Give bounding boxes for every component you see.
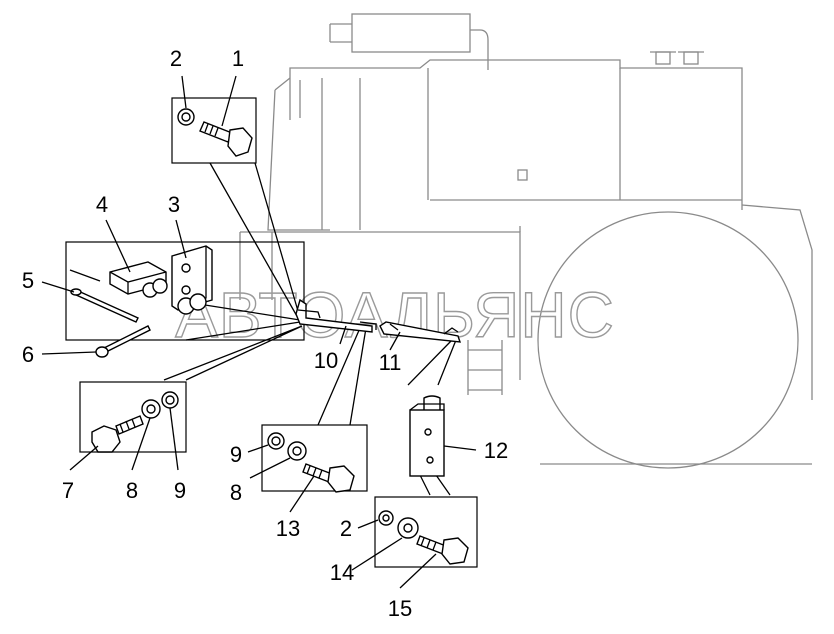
washer-9-left [161, 391, 179, 409]
detail-box-bolt-7 [79, 381, 187, 453]
detail-box-bolt-13 [261, 424, 368, 492]
callout-5: 5 [22, 268, 34, 293]
bolt-13 [302, 463, 355, 493]
leader-lines [69, 162, 457, 496]
cotter-pin-5 [70, 288, 139, 323]
bolt-15 [416, 535, 469, 565]
hinge-leaf-4 [109, 261, 168, 298]
washer-8-left [141, 399, 161, 419]
callout-12: 12 [484, 438, 508, 463]
washer-9-right [267, 432, 285, 450]
washer-14 [397, 517, 419, 539]
callout-14: 14 [330, 560, 354, 585]
callout-2-top: 2 [170, 46, 182, 71]
bolt-7 [91, 415, 144, 453]
pin-6 [95, 325, 151, 358]
bolt-1 [199, 121, 253, 157]
callout-15: 15 [388, 596, 412, 621]
washer-2-bottom [378, 510, 394, 526]
callout-4: 4 [96, 192, 108, 217]
tractor-outline [239, 13, 813, 469]
rod-11 [379, 321, 462, 343]
hinge-leaf-3 [171, 245, 213, 315]
bracket-12 [409, 395, 445, 477]
callout-6: 6 [22, 342, 34, 367]
callout-9-right: 9 [230, 442, 242, 467]
callout-11: 11 [379, 350, 402, 375]
rod-10 [295, 298, 377, 333]
washer-2-top [177, 108, 195, 126]
callout-13: 13 [276, 516, 300, 541]
detail-box-bolt-15 [374, 496, 478, 568]
callout-3: 3 [168, 192, 180, 217]
callout-1: 1 [232, 46, 244, 71]
callout-labels: 2 1 4 3 5 6 10 11 12 7 8 9 9 8 13 2 14 1… [22, 46, 508, 621]
callout-2-bottom: 2 [340, 516, 352, 541]
callout-7: 7 [62, 478, 74, 503]
callout-8-left: 8 [126, 478, 138, 503]
callout-10: 10 [314, 348, 338, 373]
callout-leaders [41, 75, 477, 589]
detail-box-bolt-1 [171, 97, 257, 164]
callout-9-left: 9 [174, 478, 186, 503]
detail-box-hinge [65, 241, 305, 341]
callout-8-right: 8 [230, 480, 242, 505]
washer-8-right [287, 441, 307, 461]
